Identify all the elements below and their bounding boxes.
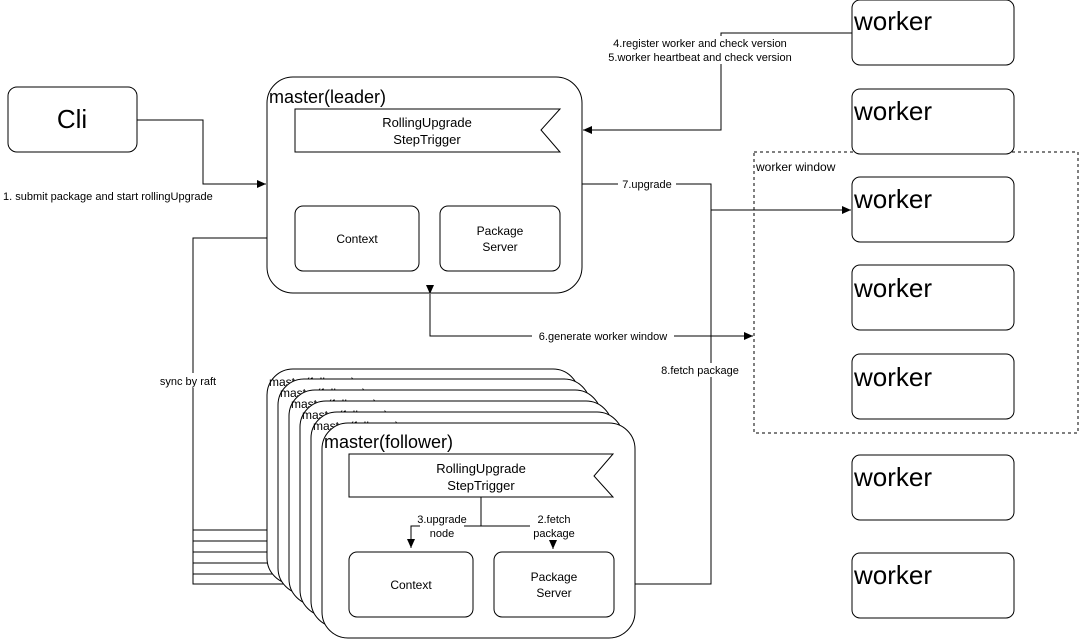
worker-4-label: worker: [853, 273, 932, 303]
leader-trigger-line2: StepTrigger: [393, 132, 461, 147]
worker-4: worker: [851, 264, 1015, 331]
edge-register: 4.register worker and check version 5.wo…: [583, 32, 852, 134]
leader-package-server-box: [439, 205, 561, 272]
edge-label-sync: sync by raft: [160, 376, 216, 388]
master-leader: master(leader) RollingUpgrade StepTrigge…: [266, 76, 583, 294]
worker-3-label: worker: [853, 184, 932, 214]
follower-package-server-line1: Package: [531, 570, 578, 584]
leader-title: master(leader): [269, 87, 386, 107]
cli-label: Cli: [57, 104, 87, 134]
cli-node: Cli: [7, 86, 138, 153]
follower-step-trigger: [348, 453, 615, 498]
follower-title: master(follower): [324, 432, 453, 452]
edge-upgrade: 7.upgrade: [582, 178, 851, 214]
leader-context-label: Context: [336, 232, 378, 246]
leader-step-trigger: [294, 108, 562, 153]
leader-package-server-line1: Package: [477, 224, 524, 238]
worker-window-label: worker window: [755, 160, 836, 174]
leader-package-server-line2: Server: [482, 240, 517, 254]
worker-7: worker: [851, 552, 1015, 619]
edge-label-register: 4.register worker and check version: [613, 38, 787, 50]
edge-submit: 1. submit package and start rollingUpgra…: [3, 119, 266, 203]
follower-trigger-line2: StepTrigger: [447, 478, 515, 493]
leader-trigger-line1: RollingUpgrade: [382, 115, 472, 130]
edge-label-submit: 1. submit package and start rollingUpgra…: [3, 191, 213, 203]
edge-label-fetch-2: package: [533, 528, 575, 540]
worker-3: worker: [851, 176, 1015, 243]
worker-6-label: worker: [853, 462, 932, 492]
worker-5-label: worker: [853, 362, 932, 392]
worker-1: worker: [851, 0, 1015, 66]
follower-context-box: [348, 551, 474, 618]
follower-package-server-line2: Server: [536, 586, 571, 600]
follower-trigger-line1: RollingUpgrade: [436, 461, 526, 476]
edge-label-generate-window: 6.generate worker window: [539, 331, 667, 343]
edge-label-upgrade: 7.upgrade: [622, 179, 672, 191]
worker-1-label: worker: [853, 6, 932, 36]
worker-2-label: worker: [853, 96, 932, 126]
worker-2: worker: [851, 88, 1015, 155]
edge-label-upgrade-node-1: 3.upgrade: [417, 514, 467, 526]
worker-7-label: worker: [853, 560, 932, 590]
worker-6: worker: [851, 454, 1015, 521]
edge-label-upgrade-node-2: node: [430, 528, 454, 540]
master-follower: master(follower) RollingUpgrade StepTrig…: [321, 422, 636, 639]
worker-5: worker: [851, 353, 1015, 420]
edge-fetch-package: 8.fetch package: [635, 210, 745, 585]
follower-package-server-box: [493, 551, 615, 618]
edge-label-fetch-package: 8.fetch package: [661, 365, 739, 377]
follower-context-label: Context: [390, 578, 432, 592]
edge-label-heartbeat: 5.worker heartbeat and check version: [608, 52, 791, 64]
edge-generate-window: 6.generate worker window: [426, 285, 753, 343]
leader-context-box: [294, 205, 420, 272]
edge-label-fetch-1: 2.fetch: [537, 514, 570, 526]
